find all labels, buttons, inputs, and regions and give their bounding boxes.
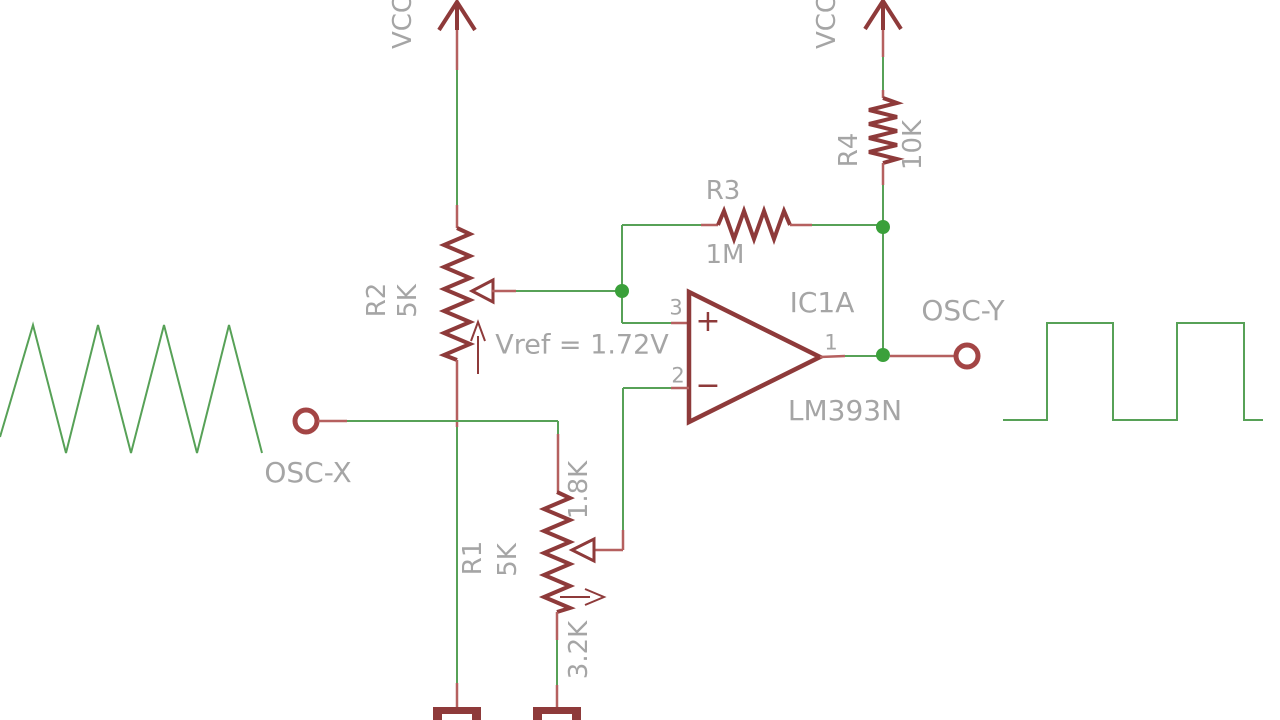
r3-value-label: 1M: [705, 240, 745, 270]
pin1-number-label: 1: [824, 330, 838, 355]
resistor-r3-body: [716, 205, 792, 245]
junction-output: [876, 348, 890, 362]
noninverting-plus-sign: +: [695, 304, 721, 339]
vcc-arrow-left-icon: [437, 0, 477, 32]
vcc-left-label: VCC: [388, 0, 418, 50]
r2-value-label: 5K: [393, 284, 423, 318]
resistor-r4-body: [868, 96, 905, 165]
gnd-symbol-right-icon: [533, 707, 581, 720]
oscx-terminal-icon: [292, 407, 320, 435]
inverting-minus-sign: −: [695, 368, 721, 403]
r1-trim-arrow-icon: [560, 588, 607, 606]
vcc-right-label: VCC: [812, 0, 842, 50]
junction-r3-r4: [876, 220, 890, 234]
r2-wiper-icon: [468, 277, 516, 305]
resistor-r1-body: [538, 490, 576, 614]
r1-lower-segment-label: 3.2K: [564, 620, 594, 680]
r4-value-label: 10K: [898, 119, 928, 171]
oscy-terminal-icon: [953, 342, 981, 370]
opamp-part-label: LM393N: [787, 394, 903, 427]
opamp-triangle: [686, 288, 826, 426]
r1-name-label: R1: [458, 540, 488, 576]
gnd-symbol-left-icon: [433, 707, 481, 720]
vcc-arrow-right-icon: [863, 0, 903, 31]
r4-name-label: R4: [834, 132, 864, 168]
pin3-number-label: 3: [669, 295, 683, 320]
oscy-terminal-label: OSC-Y: [921, 294, 1005, 327]
r1-value-label: 5K: [493, 543, 523, 577]
r2-name-label: R2: [362, 282, 392, 318]
r1-upper-segment-label: 1.8K: [564, 460, 594, 520]
r1-wiper-icon: [568, 536, 596, 564]
resistor-r2-body: [438, 226, 476, 362]
junction-vref: [615, 284, 629, 298]
oscx-terminal-label: OSC-X: [264, 456, 352, 489]
pin2-number-label: 2: [671, 363, 685, 388]
square-wave-icon: [1003, 322, 1263, 421]
triangle-wave-icon: [0, 321, 263, 454]
vref-annotation: Vref = 1.72V: [495, 329, 669, 361]
r2-trim-arrow-icon: [470, 319, 486, 374]
r3-name-label: R3: [705, 176, 741, 206]
opamp-designator-label: IC1A: [789, 286, 855, 319]
pin1-stub: [819, 354, 846, 359]
